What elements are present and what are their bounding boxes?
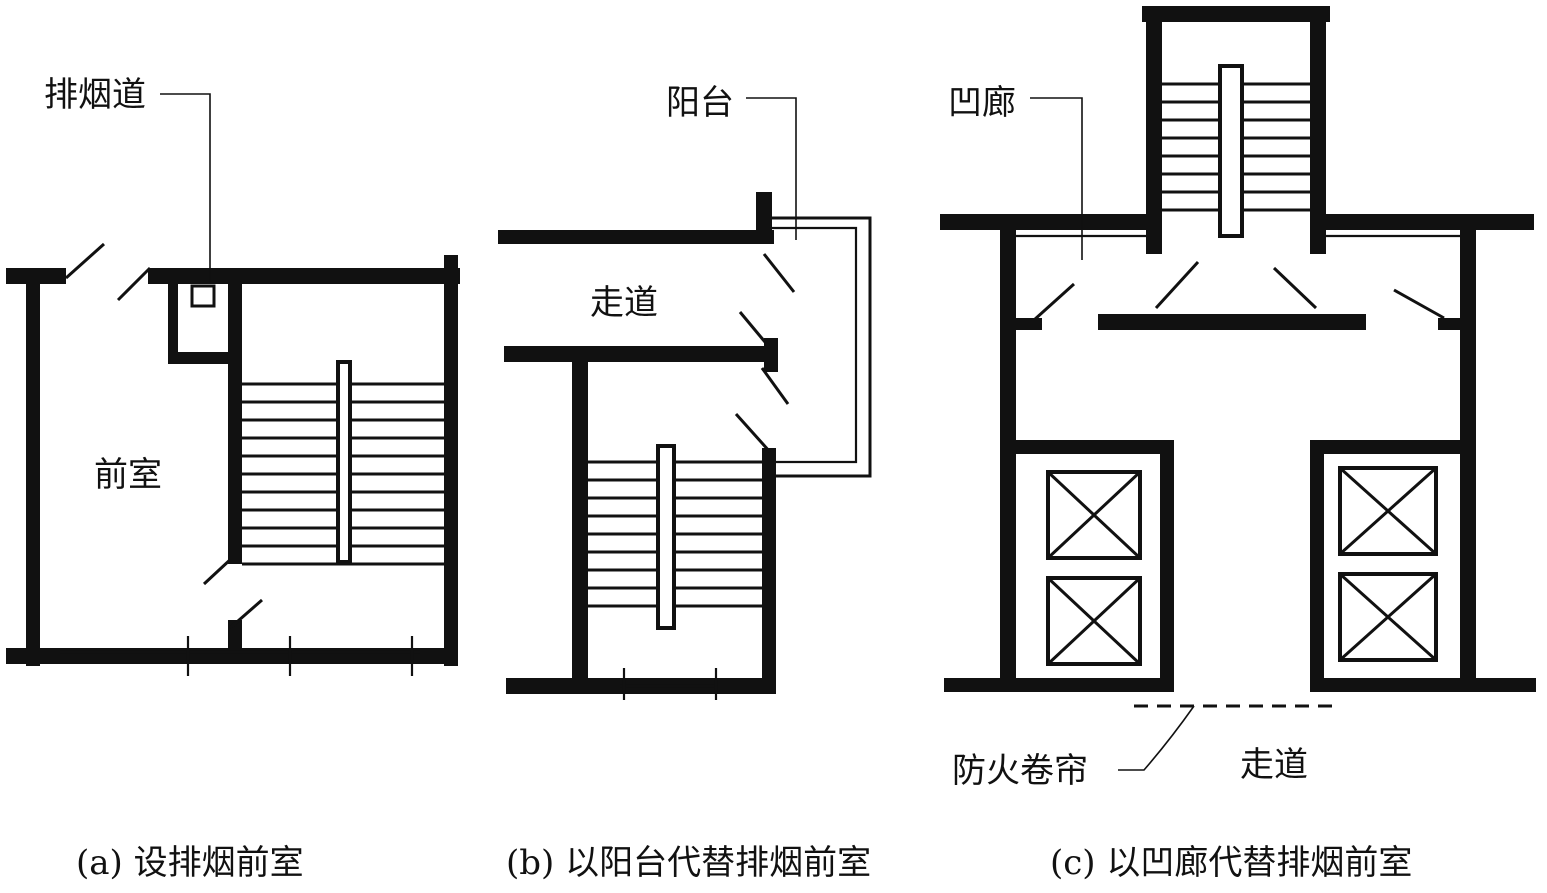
panel-b-door-2 [738, 311, 772, 349]
panel-c-elevator-left-top [1016, 440, 1174, 454]
panel-c-bottom-wall-right [1310, 678, 1536, 692]
panel-a-stair-handrail [336, 360, 352, 564]
panel-c-tower-top-wall [1142, 6, 1330, 22]
panel-b-stair-handrail [656, 444, 676, 630]
panel-c-elevator-right-1 [1338, 466, 1438, 556]
panel-c-elevator-left-2 [1046, 576, 1142, 666]
panel-b-balcony-railing-inner [772, 226, 858, 464]
panel-c-top-wall-right [1326, 214, 1534, 230]
panel-c-elevator-left-side [1160, 440, 1174, 692]
panel-c-door-2 [1154, 260, 1200, 310]
panel-c-elevator-right-side [1310, 440, 1324, 692]
panel-c-corridor-label: 走道 [1240, 745, 1308, 785]
panel-a-smoke-shaft-leader [160, 93, 211, 282]
panel-c-elevator-left-1 [1046, 470, 1142, 560]
panel-b-caption: (b) 以阳台代替排烟前室 [506, 843, 871, 883]
panel-a-smoke-shaft-label: 排烟道 [44, 75, 146, 115]
panel-c: 凹廊 防火卷帘 走道 (c) 以凹廊代替排烟前室 [940, 6, 1536, 883]
panel-b-stair-left-wall [572, 362, 588, 692]
panel-c-left-wall [1000, 214, 1016, 690]
panel-b-balcony-railing-outer [772, 216, 872, 478]
panel-c-fire-shutter-label: 防火卷帘 [952, 751, 1088, 791]
panel-c-bottom-wall-left [944, 678, 1174, 692]
panel-a-door-stair-1 [202, 556, 234, 586]
panel-c-tower-handrail [1218, 64, 1244, 238]
panel-c-left-stub [1016, 318, 1042, 330]
panel-a-door-top-1 [64, 242, 106, 280]
panel-c-tower-right-wall [1310, 6, 1326, 254]
panel-a-smoke-shaft-left [168, 284, 178, 364]
panel-b-door-3 [760, 367, 790, 405]
panel-b-stair-right-wall [762, 448, 776, 692]
panel-a-bottom-wall [6, 648, 458, 664]
panel-c-elevator-right-top [1310, 440, 1460, 454]
panel-b: 阳台 走道 (b) 以阳台代替排烟前室 [498, 83, 872, 883]
panel-b-balcony-leader [746, 97, 797, 240]
panel-c-right-wall [1460, 214, 1476, 690]
panel-b-corridor-bottom-wall [504, 346, 776, 362]
panel-c-caption: (c) 以凹廊代替排烟前室 [1050, 843, 1412, 883]
panel-a-front-room-label: 前室 [94, 455, 162, 495]
panel-c-recess-label: 凹廊 [948, 83, 1016, 123]
panel-a-door-stair-2 [229, 598, 263, 630]
panel-c-door-4 [1393, 288, 1445, 320]
panel-a-right-wall [444, 255, 458, 666]
panel-b-corridor-label: 走道 [590, 283, 658, 323]
panel-b-door-1 [762, 253, 796, 293]
panel-c-recess-leader [1030, 97, 1083, 260]
panel-a-smoke-shaft-bottom [178, 352, 234, 364]
panel-a-stair-inner-wall [228, 284, 242, 564]
panel-b-corridor-top-wall [498, 230, 774, 244]
panel-a: 排烟道 前室 (a) 设排烟前室 [6, 75, 460, 883]
panel-c-fire-shutter-leader [1118, 705, 1195, 771]
panel-a-left-wall [26, 268, 40, 666]
panel-b-balcony-wall-upper [756, 192, 772, 244]
panel-c-inner-partition [1098, 314, 1366, 330]
panel-b-balcony-label: 阳台 [666, 83, 734, 123]
panel-c-right-stub [1438, 318, 1462, 330]
panel-c-door-1 [1032, 282, 1076, 322]
panel-a-smoke-shaft-box [190, 284, 216, 308]
panel-a-caption: (a) 设排烟前室 [76, 843, 304, 883]
panel-a-door-top-2 [116, 266, 152, 302]
panel-a-top-wall [148, 268, 460, 284]
panel-c-door-3 [1272, 266, 1318, 310]
panel-c-elevator-right-2 [1338, 572, 1438, 662]
panel-b-door-4 [734, 412, 772, 454]
panel-c-top-wall-left [940, 214, 1146, 230]
panel-c-tower-left-wall [1146, 6, 1162, 254]
